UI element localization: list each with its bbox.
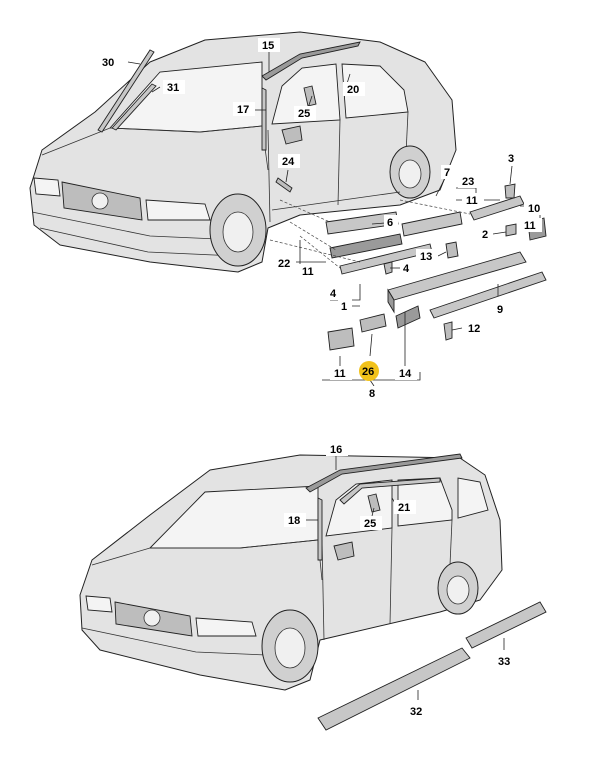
part-label-4-a[interactable]: 4: [400, 261, 414, 275]
svg-text:24: 24: [282, 156, 295, 168]
part-label-11-c[interactable]: 11: [298, 264, 320, 278]
part-label-11-a[interactable]: 11: [462, 193, 484, 207]
svg-text:8: 8: [369, 388, 375, 400]
part-label-4-b[interactable]: 4: [327, 286, 341, 300]
sill-parts-top: [269, 85, 547, 351]
part-label-15[interactable]: 15: [258, 38, 280, 52]
svg-text:22: 22: [278, 258, 290, 270]
part-label-22[interactable]: 22: [274, 256, 296, 270]
svg-text:1: 1: [341, 301, 347, 313]
part-label-31[interactable]: 31: [163, 80, 185, 94]
svg-text:11: 11: [466, 195, 478, 207]
part-label-25-bottom[interactable]: 25: [360, 516, 382, 530]
svg-text:33: 33: [498, 656, 510, 668]
svg-text:30: 30: [102, 57, 114, 69]
svg-text:23: 23: [462, 176, 474, 188]
svg-text:11: 11: [302, 266, 314, 278]
part-label-20[interactable]: 20: [343, 82, 365, 96]
part-label-11-d[interactable]: 11: [330, 366, 352, 380]
part-label-33[interactable]: 33: [494, 654, 516, 668]
part-label-1[interactable]: 1: [338, 299, 352, 313]
svg-text:16: 16: [330, 444, 342, 456]
svg-text:6: 6: [387, 217, 393, 229]
svg-text:13: 13: [420, 251, 432, 263]
svg-text:15: 15: [262, 40, 274, 52]
svg-text:25: 25: [298, 108, 310, 120]
part-label-30[interactable]: 30: [98, 55, 120, 69]
svg-text:10: 10: [528, 203, 540, 215]
svg-text:17: 17: [237, 104, 249, 116]
part-label-2[interactable]: 2: [479, 227, 493, 241]
part-label-18[interactable]: 18: [284, 513, 306, 527]
svg-text:7: 7: [444, 167, 450, 179]
svg-text:9: 9: [497, 304, 503, 316]
part-labels: 30 31 15 20 17 25 24 3 7 23 11 10 6 2 11…: [98, 38, 546, 718]
svg-text:14: 14: [399, 368, 412, 380]
sill-plates-bottom: [317, 601, 547, 731]
part-label-32[interactable]: 32: [406, 704, 428, 718]
part-label-17[interactable]: 17: [233, 102, 255, 116]
part-label-7[interactable]: 7: [441, 165, 455, 179]
svg-text:3: 3: [508, 153, 514, 165]
svg-text:20: 20: [347, 84, 359, 96]
part-label-13[interactable]: 13: [416, 249, 438, 263]
estate-illustration: [79, 453, 503, 691]
svg-text:26: 26: [362, 366, 374, 378]
part-label-14[interactable]: 14: [395, 366, 417, 380]
svg-text:32: 32: [410, 706, 422, 718]
part-label-23[interactable]: 23: [458, 174, 480, 188]
part-label-6[interactable]: 6: [384, 215, 398, 229]
part-label-12[interactable]: 12: [464, 321, 486, 335]
svg-text:4: 4: [403, 263, 410, 275]
svg-text:25: 25: [364, 518, 376, 530]
svg-text:11: 11: [524, 220, 536, 232]
part-label-8[interactable]: 8: [366, 386, 380, 400]
part-label-26-highlighted[interactable]: 26: [359, 361, 379, 381]
svg-text:11: 11: [334, 368, 346, 380]
svg-text:2: 2: [482, 229, 488, 241]
svg-text:18: 18: [288, 515, 300, 527]
svg-text:4: 4: [330, 288, 337, 300]
part-label-9[interactable]: 9: [494, 302, 508, 316]
svg-text:21: 21: [398, 502, 410, 514]
part-label-16[interactable]: 16: [326, 442, 348, 456]
part-label-25-top[interactable]: 25: [294, 106, 316, 120]
part-label-11-b[interactable]: 11: [520, 218, 542, 232]
svg-text:12: 12: [468, 323, 480, 335]
part-label-24[interactable]: 24: [278, 154, 300, 168]
part-label-21[interactable]: 21: [394, 500, 416, 514]
part-label-3[interactable]: 3: [505, 151, 519, 165]
svg-text:31: 31: [167, 82, 179, 94]
part-label-10[interactable]: 10: [524, 201, 546, 215]
